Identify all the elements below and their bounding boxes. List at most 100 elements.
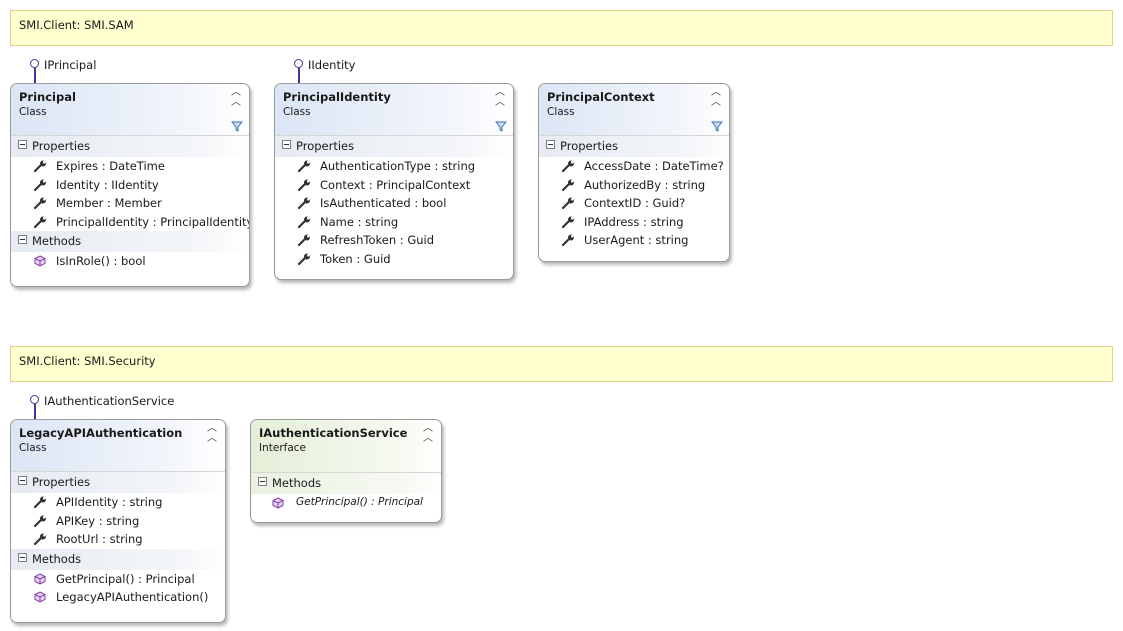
double-chevron-up-icon[interactable]: ︿︿: [495, 87, 505, 108]
property-row[interactable]: AccessDate : DateTime?: [539, 157, 729, 176]
property-row[interactable]: AuthorizedBy : string: [539, 176, 729, 195]
double-chevron-up-icon[interactable]: ︿︿: [423, 423, 433, 444]
minus-box-icon[interactable]: [18, 476, 27, 485]
double-chevron-up-icon[interactable]: ︿︿: [207, 423, 217, 444]
class-title: PrincipalContext: [547, 90, 655, 104]
property-row[interactable]: RootUrl : string: [11, 530, 225, 549]
member-text: Identity : IIdentity: [56, 177, 159, 192]
class-principal[interactable]: Principal Class ︿︿ Properties Expires : …: [10, 83, 250, 287]
method-row[interactable]: IsInRole() : bool: [11, 252, 249, 271]
property-row[interactable]: IsAuthenticated : bool: [275, 194, 513, 213]
member-text: Context : PrincipalContext: [320, 177, 471, 192]
namespace-security: SMI.Client: SMI.Security: [10, 346, 1113, 382]
interface-lollipop-icon: [294, 59, 303, 68]
section-properties[interactable]: Properties: [275, 136, 513, 157]
member-text: ContextID : Guid?: [584, 196, 686, 210]
double-chevron-up-icon[interactable]: ︿︿: [711, 87, 721, 108]
minus-box-icon[interactable]: [282, 140, 291, 149]
section-label: Methods: [32, 551, 82, 566]
class-header: LegacyAPIAuthentication Class ︿︿: [11, 420, 225, 472]
property-row[interactable]: Identity : IIdentity: [11, 176, 249, 195]
class-principalidentity[interactable]: PrincipalIdentity Class ︿︿ Properties Au…: [274, 83, 514, 280]
section-label: Properties: [32, 475, 91, 489]
wrench-icon: [297, 234, 310, 246]
interface-header: IAuthenticationService Interface ︿︿: [251, 420, 441, 473]
property-row[interactable]: Name : string: [275, 213, 513, 232]
section-label: Properties: [296, 139, 355, 153]
filter-icon[interactable]: [231, 121, 243, 132]
member-text: APIIdentity : string: [56, 495, 163, 509]
member-text: AuthenticationType : string: [320, 159, 476, 173]
section-properties[interactable]: Properties: [11, 136, 249, 157]
section-properties[interactable]: Properties: [11, 472, 225, 493]
double-chevron-up-icon[interactable]: ︿︿: [231, 87, 241, 108]
member-text: GetPrincipal() : Principal: [56, 571, 195, 586]
property-row[interactable]: AuthenticationType : string: [275, 157, 513, 176]
property-row[interactable]: Context : PrincipalContext: [275, 176, 513, 195]
wrench-icon: [561, 179, 574, 191]
minus-box-icon[interactable]: [18, 235, 27, 244]
wrench-icon: [297, 197, 310, 209]
interface-iauthenticationservice[interactable]: IAuthenticationService Interface ︿︿ Meth…: [250, 419, 442, 523]
namespace-label: SMI.Client: SMI.SAM: [19, 18, 134, 32]
minus-box-icon[interactable]: [258, 477, 267, 486]
class-kind: Class: [19, 106, 47, 118]
interface-kind: Interface: [259, 442, 307, 454]
property-row[interactable]: APIKey : string: [11, 512, 225, 531]
member-text: IsInRole() : bool: [56, 254, 146, 268]
section-label: Properties: [560, 139, 619, 153]
member-text: APIKey : string: [56, 513, 140, 528]
property-row[interactable]: PrincipalIdentity : PrincipalIdentity: [11, 213, 249, 232]
minus-box-icon[interactable]: [546, 140, 555, 149]
property-row[interactable]: APIIdentity : string: [11, 493, 225, 512]
section-label: Properties: [32, 139, 91, 153]
section-methods[interactable]: Methods: [251, 473, 441, 494]
member-text: IsAuthenticated : bool: [320, 196, 447, 210]
method-row[interactable]: GetPrincipal() : Principal: [11, 570, 225, 589]
property-row[interactable]: IPAddress : string: [539, 213, 729, 232]
class-principalcontext[interactable]: PrincipalContext Class ︿︿ Properties Acc…: [538, 83, 730, 262]
method-row[interactable]: GetPrincipal() : Principal: [251, 494, 441, 513]
minus-box-icon[interactable]: [18, 552, 27, 562]
class-title: PrincipalIdentity: [283, 90, 391, 104]
section-methods[interactable]: Methods: [11, 548, 225, 570]
section-methods[interactable]: Methods: [11, 231, 249, 252]
interface-title: IAuthenticationService: [259, 426, 408, 440]
property-row[interactable]: Expires : DateTime: [11, 157, 249, 176]
wrench-icon: [561, 160, 574, 172]
class-kind: Class: [283, 106, 311, 118]
wrench-icon: [33, 515, 46, 527]
member-text: PrincipalIdentity : PrincipalIdentity: [56, 214, 250, 229]
minus-box-icon[interactable]: [18, 140, 27, 149]
cube-icon: [34, 572, 46, 585]
class-header: PrincipalContext Class ︿︿: [539, 84, 729, 136]
property-row[interactable]: RefreshToken : Guid: [275, 231, 513, 250]
member-text: Expires : DateTime: [56, 159, 165, 173]
namespace-sam: SMI.Client: SMI.SAM: [10, 10, 1113, 46]
wrench-icon: [33, 216, 46, 228]
property-row[interactable]: UserAgent : string: [539, 231, 729, 250]
section-label: Methods: [272, 476, 322, 490]
property-row[interactable]: Token : Guid: [275, 250, 513, 269]
section-label: Methods: [32, 234, 82, 248]
class-header: Principal Class ︿︿: [11, 84, 249, 136]
wrench-icon: [297, 253, 310, 265]
method-row[interactable]: LegacyAPIAuthentication(): [11, 588, 225, 607]
wrench-icon: [33, 160, 46, 172]
filter-icon[interactable]: [495, 121, 507, 132]
property-row[interactable]: Member : Member: [11, 194, 249, 213]
section-properties[interactable]: Properties: [539, 136, 729, 157]
member-text: Token : Guid: [320, 251, 391, 266]
cube-icon: [34, 591, 46, 603]
lollipop-label: IIdentity: [308, 58, 356, 72]
filter-icon[interactable]: [711, 121, 723, 132]
cube-icon: [272, 497, 284, 509]
wrench-icon: [561, 197, 574, 209]
property-row[interactable]: ContextID : Guid?: [539, 194, 729, 213]
lollipop-label: IAuthenticationService: [44, 394, 175, 408]
class-legacyapiauthentication[interactable]: LegacyAPIAuthentication Class ︿︿ Propert…: [10, 419, 226, 623]
class-kind: Class: [19, 442, 47, 454]
member-text: RefreshToken : Guid: [320, 233, 435, 247]
member-text: AuthorizedBy : string: [584, 177, 706, 192]
member-text: Name : string: [320, 214, 399, 229]
